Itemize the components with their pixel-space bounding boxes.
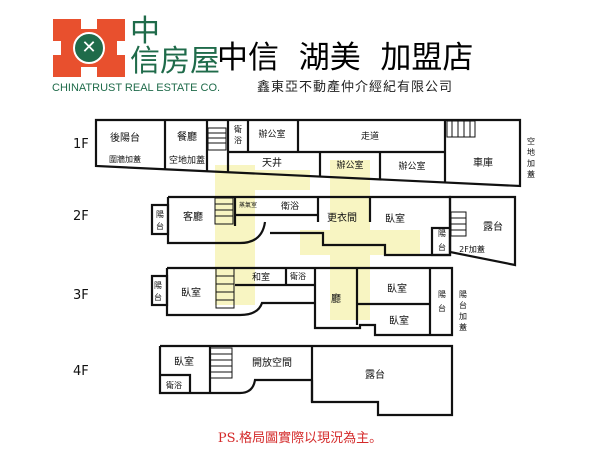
side-note: 蓋 bbox=[527, 169, 535, 179]
side-note: 加 bbox=[527, 158, 535, 168]
room-label: 辦公室 bbox=[398, 160, 425, 172]
room-label: 2F加蓋 bbox=[459, 244, 485, 254]
room-label: 開放空間 bbox=[252, 356, 292, 369]
room-label: 露台 bbox=[365, 368, 385, 381]
stairs bbox=[207, 120, 476, 151]
room-label: 台 bbox=[154, 292, 162, 302]
room-label: 臥室 bbox=[387, 282, 407, 295]
floor-1f-walls bbox=[94, 118, 522, 188]
floor-label-2f: 2F bbox=[73, 209, 89, 224]
room-label: 天井 bbox=[262, 156, 282, 169]
room-label: 更衣間 bbox=[327, 211, 357, 224]
floor-3f-walls bbox=[150, 266, 454, 337]
room-label: 走道 bbox=[361, 130, 379, 142]
room-label: 辦公室 bbox=[336, 159, 363, 171]
room-label: 衛浴 bbox=[290, 271, 306, 281]
room-label: 圍牆加蓋 bbox=[109, 154, 141, 164]
floor-label-4f: 4F bbox=[73, 364, 89, 379]
room-label: 臥室 bbox=[385, 212, 405, 225]
page-title: 中信 湖美 加盟店 bbox=[217, 40, 474, 76]
floor-label-3f: 3F bbox=[73, 288, 89, 303]
room-label: 辦公室 bbox=[258, 128, 285, 140]
room-label: 台 bbox=[438, 242, 446, 252]
room-label: 陽 bbox=[438, 290, 446, 299]
room-label: 衛 bbox=[234, 124, 242, 134]
room-label: 客廳 bbox=[183, 210, 203, 223]
floor-4f-walls bbox=[158, 344, 454, 417]
room-label: 和室 bbox=[252, 271, 270, 283]
room-label: 車庫 bbox=[473, 156, 493, 169]
side-note: 台 bbox=[459, 300, 467, 310]
room-label: 蒸氣室 bbox=[239, 201, 257, 209]
side-note: 加 bbox=[459, 311, 467, 321]
room-label: 空地加蓋 bbox=[169, 154, 205, 166]
room-label: 台 bbox=[438, 303, 446, 313]
brand-name-cn: 中 信房屋 bbox=[130, 14, 220, 79]
floor-2f-walls bbox=[150, 195, 517, 267]
room-label: 浴 bbox=[234, 135, 242, 145]
brand-logo: ✕ bbox=[53, 19, 125, 77]
room-label: 臥室 bbox=[174, 355, 194, 368]
floor-label-1f: 1F bbox=[73, 137, 89, 152]
room-label: 陽 bbox=[154, 281, 162, 290]
company-name: 鑫東亞不動產仲介經紀有限公司 bbox=[257, 80, 454, 95]
room-label: 臥室 bbox=[181, 286, 201, 299]
room-label: 陽 bbox=[156, 210, 164, 219]
room-label: 餐廳 bbox=[177, 130, 197, 143]
room-label: 衛浴 bbox=[166, 380, 182, 390]
watermark bbox=[215, 160, 420, 320]
side-note: 陽 bbox=[459, 290, 467, 299]
brand-name-en: CHINATRUST REAL ESTATE CO. bbox=[52, 82, 221, 94]
room-label: 陽 bbox=[438, 229, 446, 238]
disclaimer-note: PS.格局圖實際以現況為主。 bbox=[217, 431, 383, 446]
side-note: 地 bbox=[527, 147, 535, 157]
room-label: 後陽台 bbox=[110, 131, 140, 144]
room-label: 廳 bbox=[331, 292, 341, 305]
globe-icon: ✕ bbox=[73, 32, 105, 64]
room-label: 臥室 bbox=[389, 314, 409, 327]
side-note: 空 bbox=[527, 136, 535, 146]
room-label: 衛浴 bbox=[281, 200, 299, 212]
room-label: 露台 bbox=[483, 220, 503, 233]
side-note: 蓋 bbox=[459, 322, 467, 332]
room-label: 台 bbox=[156, 221, 164, 231]
